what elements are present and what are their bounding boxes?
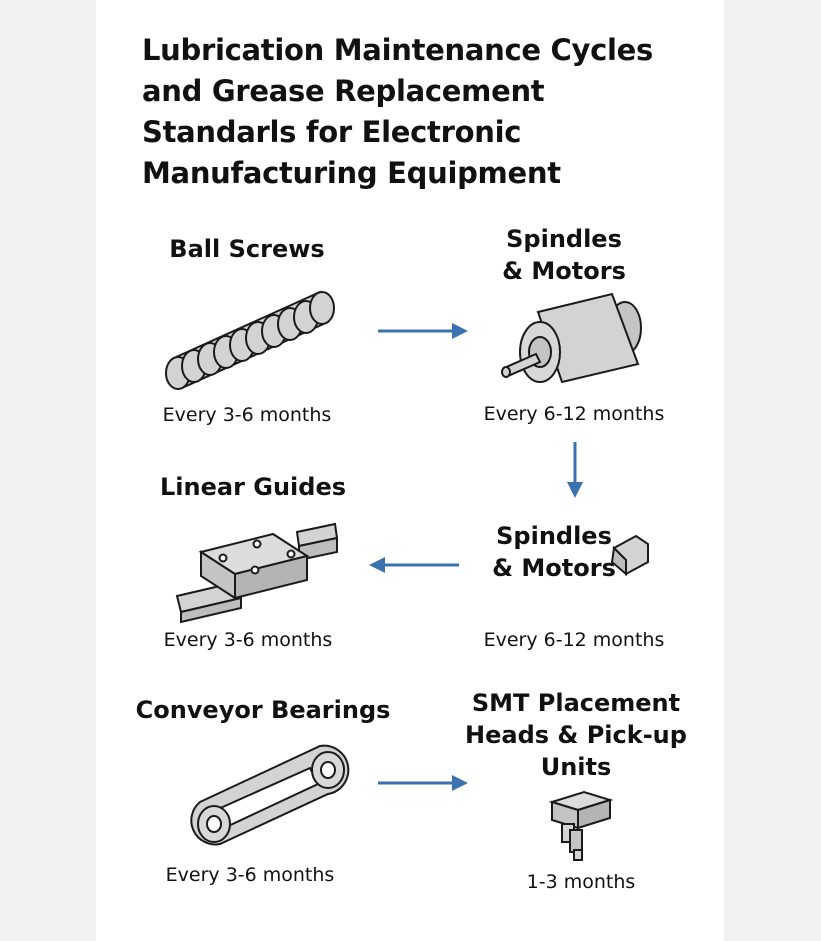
arrow-down bbox=[567, 442, 583, 498]
arrow-right-1 bbox=[378, 323, 468, 339]
conveyor-bearings-frequency: Every 3-6 months bbox=[165, 864, 335, 886]
linear-guide-icon bbox=[175, 522, 339, 624]
spindles-motors-frequency-1: Every 6-12 months bbox=[483, 403, 665, 425]
ball-screws-frequency: Every 3-6 months bbox=[162, 404, 332, 426]
ball-screw-icon bbox=[165, 290, 335, 390]
spindles-motors-frequency-2: Every 6-12 months bbox=[483, 629, 665, 651]
linear-guides-frequency: Every 3-6 months bbox=[163, 629, 333, 651]
linear-guides-label: Linear Guides bbox=[159, 473, 347, 501]
arrow-left bbox=[369, 557, 459, 573]
arrow-right-2 bbox=[378, 775, 468, 791]
smt-placement-frequency: 1-3 months bbox=[526, 871, 636, 893]
conveyor-belt-icon bbox=[190, 744, 350, 846]
ball-screws-label: Ball Screws bbox=[169, 235, 325, 263]
motor-icon bbox=[501, 292, 642, 384]
bracket-icon bbox=[610, 534, 649, 577]
smt-placement-label: SMT Placement Heads & Pick-up Units bbox=[465, 689, 687, 781]
pickup-head-icon bbox=[548, 790, 614, 861]
conveyor-bearings-label: Conveyor Bearings bbox=[135, 696, 391, 724]
spindles-motors-label-1: Spindles & Motors bbox=[502, 225, 626, 285]
spindles-motors-label-2: Spindles & Motors bbox=[492, 522, 616, 582]
page-title: Lubrication Maintenance Cycles and Greas… bbox=[142, 33, 653, 190]
